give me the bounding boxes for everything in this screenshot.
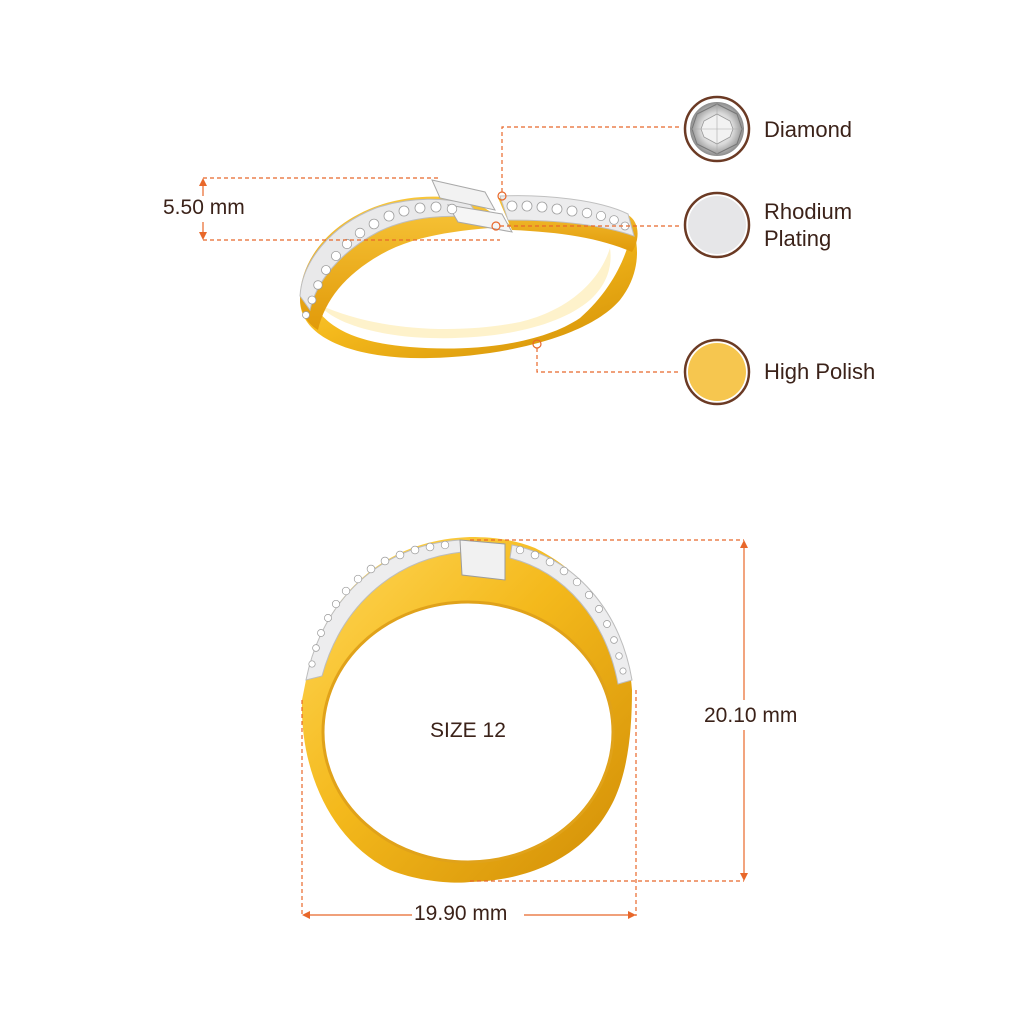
- ring-front-hole: [323, 602, 613, 862]
- legend-rhodium-label: Rhodium Plating: [764, 199, 853, 251]
- height-front-label: 20.10 mm: [700, 702, 802, 730]
- legend-diamond-label: Diamond: [764, 117, 853, 142]
- high-polish-swatch: [683, 338, 751, 406]
- diamond-leader: [501, 126, 680, 192]
- baguette-bar-1: [431, 179, 496, 211]
- baguette-bar-2: [447, 204, 513, 233]
- front-dimension-lines: [301, 539, 748, 919]
- rhodium-swatch: [683, 191, 751, 259]
- diamond-icon: [683, 95, 751, 163]
- front-baguette: [459, 539, 506, 581]
- top-dimension-lines: [199, 126, 680, 373]
- ring-front-view: [301, 537, 633, 883]
- width-front-label: 19.90 mm: [414, 902, 508, 925]
- ring-top-view: [299, 179, 638, 359]
- high-polish-leader: [536, 348, 680, 373]
- legend-high-polish-label: High Polish: [764, 359, 876, 384]
- height-top-label: 5.50 mm: [163, 196, 245, 219]
- ring-size-label: SIZE 12: [430, 719, 506, 742]
